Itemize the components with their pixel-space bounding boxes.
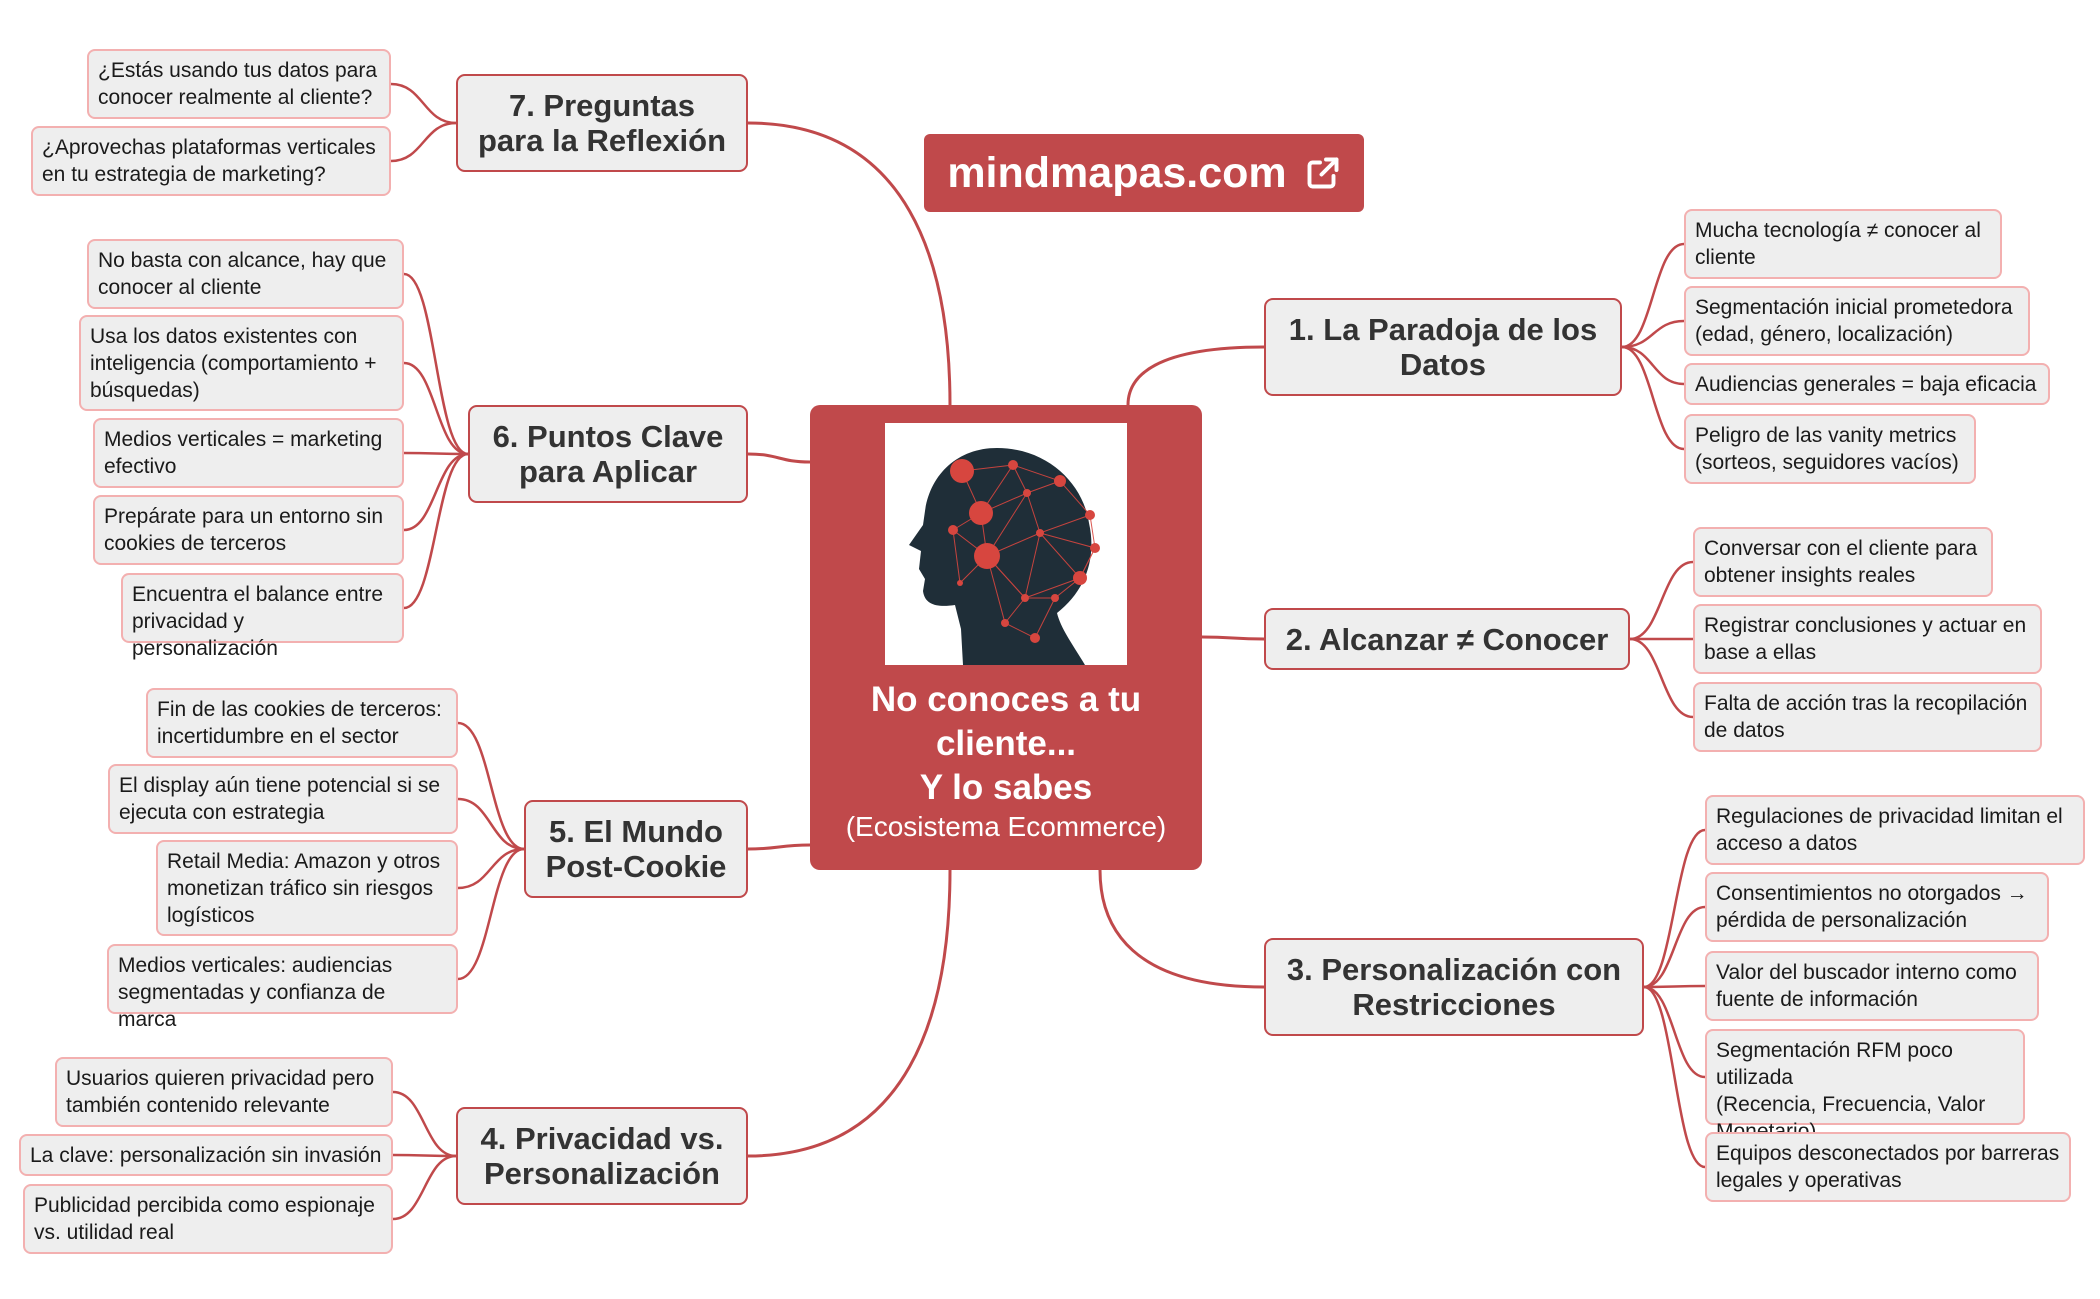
- leaf-connector: [1621, 319, 1685, 349]
- leaf-node[interactable]: Medios verticales = marketing efectivo: [93, 418, 404, 488]
- brand-label: mindmapas.com: [947, 148, 1287, 197]
- leaf-node[interactable]: Fin de las cookies de terceros: incertid…: [146, 688, 458, 758]
- branch-mundo-post-cookie[interactable]: 5. El Mundo Post-Cookie: [524, 800, 748, 898]
- leaf-connector: [1643, 905, 1706, 989]
- leaf-connector: [403, 272, 469, 456]
- leaf-connector: [1629, 560, 1694, 641]
- central-image: [885, 423, 1127, 665]
- leaf-node[interactable]: Medios verticales: audiencias segmentada…: [107, 944, 458, 1031]
- leaf-node[interactable]: La clave: personalización sin invasión: [19, 1134, 393, 1176]
- branch-connector: [1201, 635, 1265, 641]
- leaf-connector: [1629, 637, 1694, 719]
- head-network-icon: [909, 448, 1100, 665]
- leaf-node[interactable]: Usuarios quieren privacidad pero también…: [55, 1057, 393, 1127]
- leaf-node[interactable]: Conversar con el cliente para obtener in…: [1693, 527, 1993, 597]
- leaf-node[interactable]: Publicidad percibida como espionaje vs. …: [23, 1184, 393, 1254]
- branch-personalizacion-restricciones[interactable]: 3. Personalización con Restricciones: [1264, 938, 1644, 1036]
- leaf-node[interactable]: Encuentra el balance entre privacidad y …: [121, 573, 404, 660]
- leaf-connector: [403, 452, 469, 532]
- branch-preguntas-reflexion[interactable]: 7. Preguntas para la Reflexión: [456, 74, 748, 172]
- leaf-connector: [390, 121, 457, 163]
- leaf-connector: [1621, 345, 1685, 386]
- leaf-node[interactable]: Falta de acción tras la recopilación de …: [1693, 682, 2042, 752]
- branch-connector: [747, 121, 952, 406]
- leaf-connector: [403, 452, 469, 610]
- leaf-node[interactable]: El display aún tiene potencial si se eje…: [108, 764, 458, 834]
- leaf-connector: [1643, 985, 1706, 1079]
- leaf-connector: [392, 1153, 457, 1158]
- branch-privacidad-personalizacion[interactable]: 4. Privacidad vs. Personalización: [456, 1107, 748, 1205]
- leaf-node[interactable]: Segmentación RFM poco utilizada (Recenci…: [1705, 1029, 2025, 1143]
- branch-connector: [747, 452, 811, 464]
- leaf-connector: [457, 797, 525, 851]
- leaf-node[interactable]: Regulaciones de privacidad limitan el ac…: [1705, 795, 2085, 865]
- branch-connector: [1126, 345, 1265, 406]
- leaf-connector: [457, 847, 525, 981]
- leaf-node[interactable]: Prepárate para un entorno sin cookies de…: [93, 495, 404, 565]
- leaf-connector: [390, 82, 457, 125]
- brand-link-button[interactable]: mindmapas.com: [924, 134, 1364, 212]
- branch-puntos-clave[interactable]: 6. Puntos Clave para Aplicar: [468, 405, 748, 503]
- central-topic[interactable]: No conoces a tu cliente... Y lo sabes (E…: [810, 405, 1202, 870]
- central-subtitle: (Ecosistema Ecommerce): [845, 811, 1167, 842]
- leaf-connector: [392, 1090, 457, 1158]
- leaf-connector: [457, 721, 525, 851]
- leaf-node[interactable]: ¿Estás usando tus datos para conocer rea…: [87, 49, 391, 119]
- leaf-node[interactable]: Registrar conclusiones y actuar en base …: [1693, 604, 2042, 674]
- leaf-node[interactable]: Mucha tecnología ≠ conocer al cliente: [1684, 209, 2002, 279]
- leaf-connector: [1643, 828, 1706, 989]
- leaf-node[interactable]: Equipos desconectados por barreras legal…: [1705, 1132, 2071, 1202]
- central-title: No conoces a tu cliente... Y lo sabes: [870, 680, 1142, 807]
- leaf-connector: [403, 451, 469, 456]
- leaf-connector: [457, 847, 525, 890]
- branch-paradoja-datos[interactable]: 1. La Paradoja de los Datos: [1264, 298, 1622, 396]
- leaf-connector: [392, 1154, 457, 1221]
- branch-connector: [747, 843, 811, 851]
- leaf-node[interactable]: Consentimientos no otorgados → pérdida d…: [1705, 872, 2049, 942]
- leaf-node[interactable]: ¿Aprovechas plataformas verticales en tu…: [31, 126, 391, 196]
- leaf-node[interactable]: Valor del buscador interno como fuente d…: [1705, 951, 2039, 1021]
- leaf-connector: [1643, 984, 1706, 989]
- branch-connector: [747, 869, 952, 1158]
- leaf-node[interactable]: Retail Media: Amazon y otros monetizan t…: [156, 840, 458, 936]
- leaf-node[interactable]: Audiencias generales = baja eficacia: [1684, 363, 2050, 405]
- leaf-connector: [1621, 345, 1685, 451]
- external-link-icon: [1307, 157, 1339, 189]
- leaf-connector: [1621, 242, 1685, 349]
- leaf-node[interactable]: No basta con alcance, hay que conocer al…: [87, 239, 404, 309]
- leaf-connector: [1643, 985, 1706, 1169]
- leaf-node[interactable]: Segmentación inicial prometedora (edad, …: [1684, 286, 2030, 356]
- leaf-node[interactable]: Peligro de las vanity metrics (sorteos, …: [1684, 414, 1976, 484]
- leaf-connector: [403, 361, 469, 456]
- branch-connector: [1098, 869, 1265, 989]
- leaf-node[interactable]: Usa los datos existentes con inteligenci…: [79, 315, 404, 411]
- branch-alcanzar-conocer[interactable]: 2. Alcanzar ≠ Conocer: [1264, 608, 1630, 670]
